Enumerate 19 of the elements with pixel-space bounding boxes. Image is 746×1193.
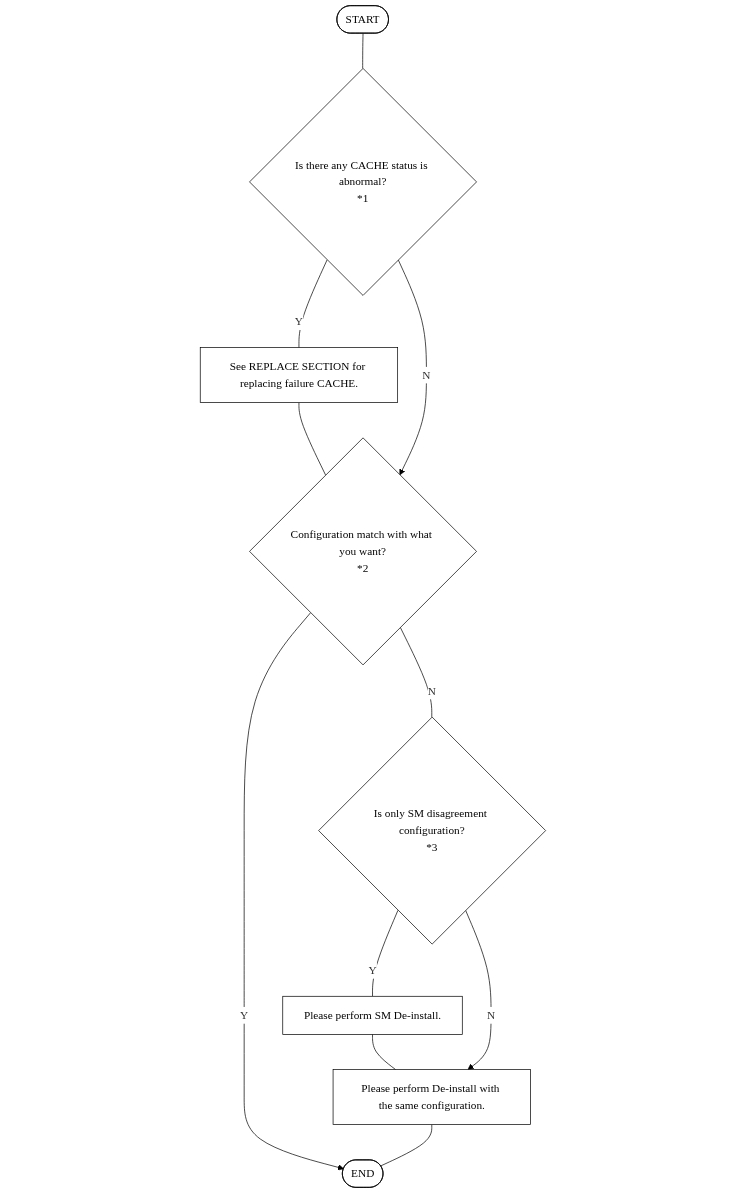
- connector: [399, 626, 433, 718]
- connector: [380, 1124, 433, 1167]
- node-diamond: Is only SM disagreement configuration? *3: [318, 716, 547, 945]
- edge-label: N: [487, 1008, 496, 1021]
- node-box: Please perform De-install with the same configuration.: [332, 1069, 531, 1125]
- edge-label: N: [427, 684, 436, 697]
- node-diamond: Is there any CACHE status is abnormal? *1: [249, 68, 477, 296]
- node-box: Please perform SM De-install.: [282, 995, 463, 1035]
- edge-label: N: [422, 368, 431, 381]
- node-box: See REPLACE SECTION for replacing failure CACHE.: [199, 347, 399, 403]
- edge-label: Y: [240, 1008, 249, 1021]
- connector: [362, 33, 364, 69]
- edge-label: Y: [294, 315, 304, 328]
- connector: [372, 909, 399, 997]
- node-diamond: Configuration match with what you want? *2: [249, 437, 477, 666]
- connector: [372, 1034, 397, 1070]
- connector: [298, 259, 328, 348]
- edge-label: Y: [368, 963, 377, 976]
- connector: [298, 402, 326, 476]
